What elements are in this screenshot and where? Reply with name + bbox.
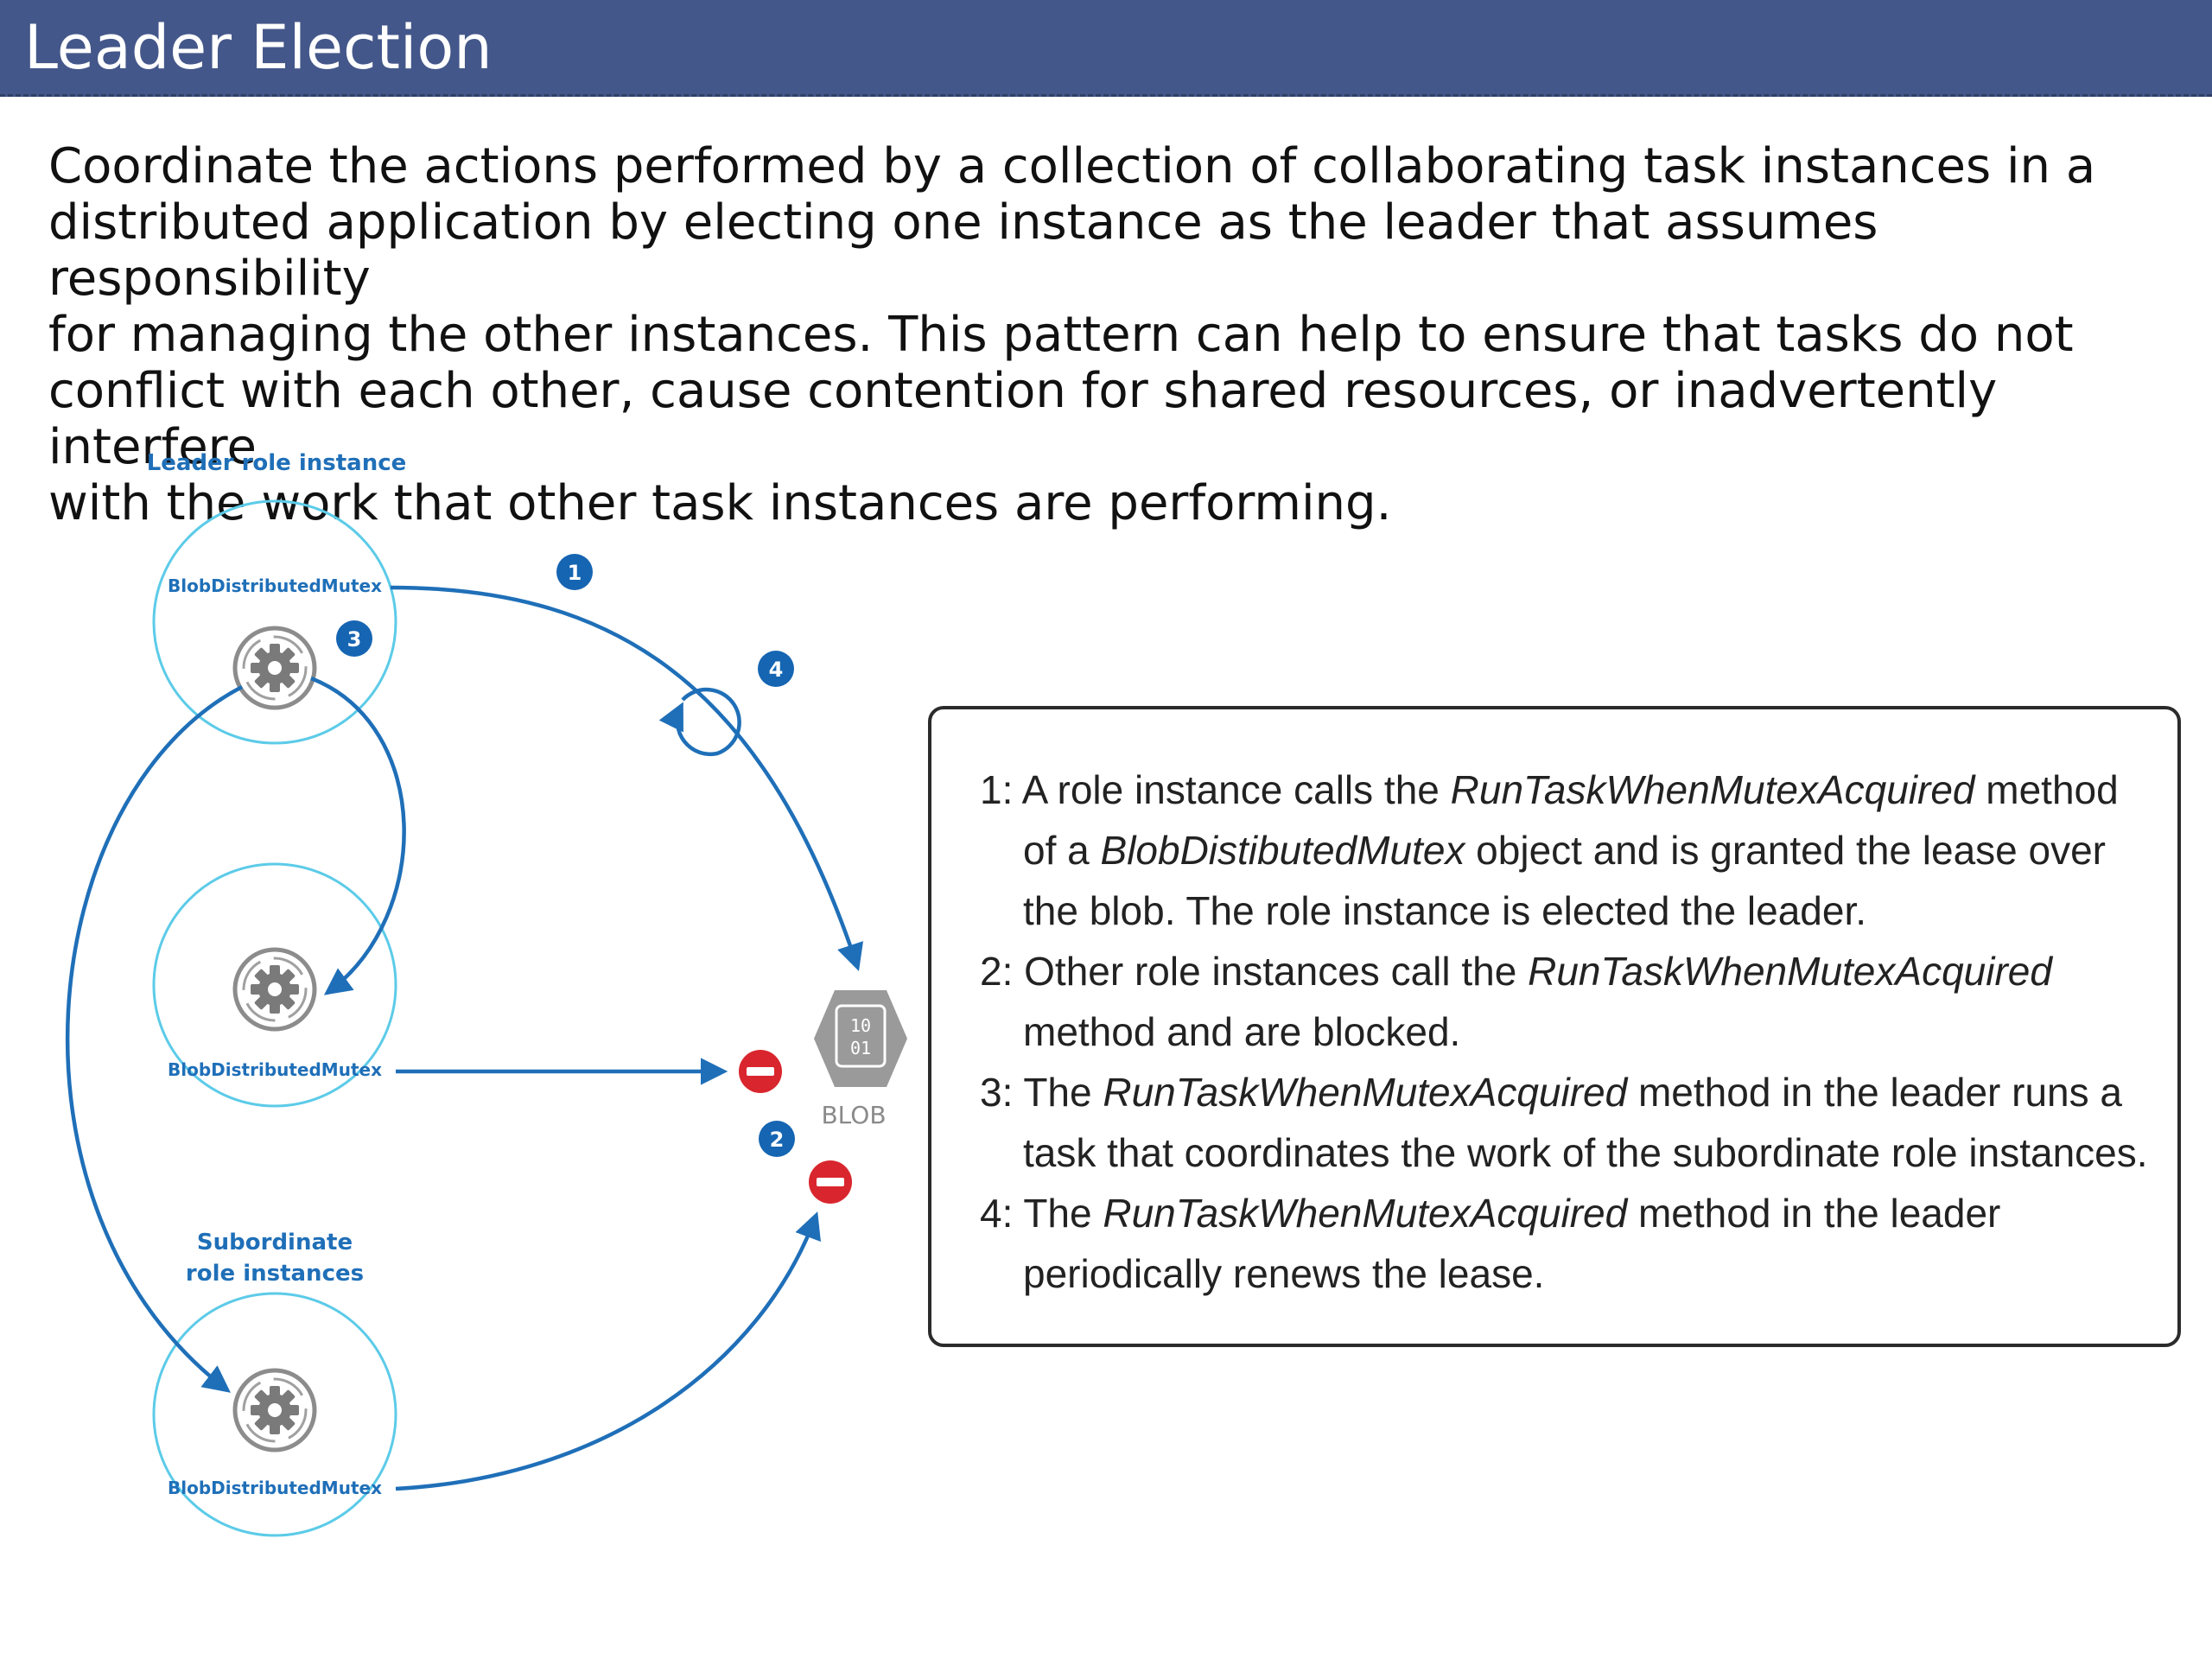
svg-text:3: 3: [347, 627, 362, 652]
legend-step-4-prefix: 4: The: [980, 1191, 1103, 1236]
blob-bits-line2: 01: [850, 1038, 871, 1058]
blob-bits-line1: 10: [850, 1015, 871, 1036]
legend-step-4-suffix: method in the leader periodically renews…: [1023, 1191, 2001, 1296]
blob-icon: 10 01: [814, 990, 907, 1087]
arrow-step-2-subordinate-2: [395, 1211, 821, 1491]
gear-icon: [235, 1370, 315, 1450]
subordinate-1-mutex-label: BlobDistributedMutex: [168, 1059, 382, 1080]
legend-step-3: 3: The RunTaskWhenMutexAcquired method i…: [980, 1062, 2155, 1183]
legend-step-2: 2: Other role instances call the RunTask…: [980, 941, 2155, 1062]
arrow-step-3: [310, 676, 406, 995]
leader-role-label: Leader role instance: [147, 450, 407, 476]
subordinate-role-label-line2: role instances: [186, 1261, 364, 1287]
subordinate-instance-1-circle: [152, 862, 397, 1108]
legend-step-2-prefix: 2: Other role instances call the: [980, 949, 1529, 994]
legend-step-1-suffix: object and is granted the lease over the…: [1023, 828, 2106, 933]
page-title: Leader Election: [24, 12, 493, 83]
blob-label: BLOB: [821, 1101, 886, 1129]
legend-step-2-suffix: method and are blocked.: [1023, 1009, 1461, 1054]
gear-icon: [235, 628, 315, 708]
subordinate-2-mutex-label: BlobDistributedMutex: [168, 1478, 382, 1498]
legend-step-4: 4: The RunTaskWhenMutexAcquired method i…: [980, 1183, 2155, 1304]
legend-step-2-method: RunTaskWhenMutexAcquired: [1528, 949, 2052, 994]
legend-step-1-method: RunTaskWhenMutexAcquired: [1450, 767, 1975, 812]
blocked-icon: [739, 1050, 782, 1093]
subordinate-instance-2-circle: [152, 1292, 397, 1537]
step-badge-1: 1: [556, 554, 593, 590]
leader-election-diagram: Leader role instance Subordinate role in…: [65, 450, 907, 1537]
leader-instance: BlobDistributedMutex: [152, 499, 397, 745]
arrow-step-1: [390, 585, 864, 971]
steps-legend: 1: A role instance calls the RunTaskWhen…: [928, 706, 2181, 1347]
svg-text:1: 1: [568, 561, 582, 585]
arrow-leader-to-subordinate-2: [65, 685, 244, 1393]
steps-list: 1: A role instance calls the RunTaskWhen…: [980, 760, 2155, 1304]
pattern-description: Coordinate the actions performed by a co…: [48, 138, 2096, 531]
subordinate-instance-1: BlobDistributedMutex: [152, 862, 397, 1108]
step-badge-2: 2: [759, 1121, 795, 1157]
legend-step-1: 1: A role instance calls the RunTaskWhen…: [980, 760, 2155, 941]
subordinate-role-label-line1: Subordinate: [197, 1230, 353, 1255]
subordinate-instance-2: BlobDistributedMutex: [152, 1292, 397, 1537]
legend-step-1-prefix: 1: A role instance calls the: [980, 767, 1451, 812]
legend-step-1-middle: method of a: [1023, 767, 2119, 873]
svg-text:4: 4: [769, 658, 784, 682]
title-bar: Leader Election: [0, 0, 2212, 97]
legend-step-3-method: RunTaskWhenMutexAcquired: [1103, 1070, 1628, 1115]
svg-text:2: 2: [770, 1128, 785, 1152]
leader-mutex-label: BlobDistributedMutex: [168, 575, 382, 596]
leader-instance-circle: [152, 499, 397, 745]
legend-step-4-method: RunTaskWhenMutexAcquired: [1103, 1191, 1628, 1236]
refresh-loop-icon: [658, 687, 741, 757]
legend-step-1-object: BlobDistibutedMutex: [1100, 828, 1465, 873]
step-badge-3: 3: [336, 620, 372, 657]
gear-icon: [235, 950, 315, 1029]
legend-step-3-prefix: 3: The: [980, 1070, 1103, 1115]
step-badge-4: 4: [758, 651, 794, 687]
blocked-icon: [809, 1160, 852, 1204]
legend-step-3-suffix: method in the leader runs a task that co…: [1023, 1070, 2148, 1175]
